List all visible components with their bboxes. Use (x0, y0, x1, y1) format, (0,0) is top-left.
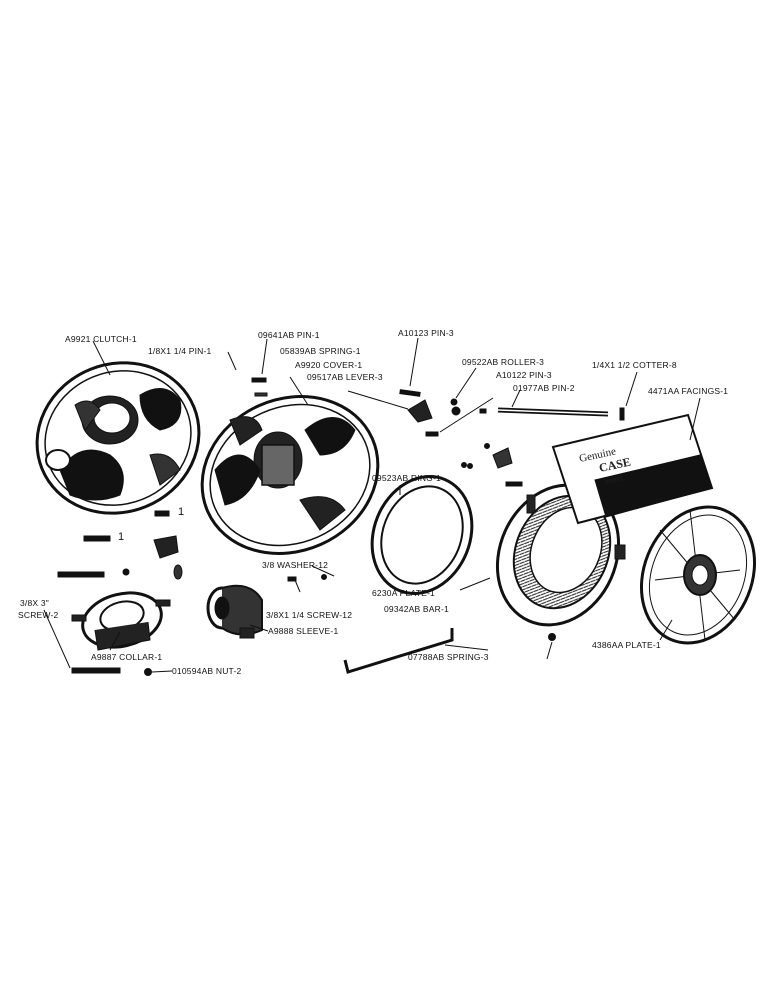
collar-a9887 (71, 591, 171, 651)
label-nut: 010594AB NUT-2 (172, 666, 242, 676)
facings-package: Genuine CASE PARTS (551, 413, 714, 525)
label-sleeve: A9888 SLEEVE-1 (268, 626, 339, 636)
label-pin-a10123: A10123 PIN-3 (398, 328, 454, 338)
package-brand-sub: PARTS (605, 476, 624, 486)
label-count-pin-2: 1 (118, 531, 125, 543)
label-lever: 09517AB LEVER-3 (307, 372, 383, 382)
label-plate-4386aa: 4386AA PLATE-1 (592, 640, 661, 650)
sleeve-a9888 (206, 584, 263, 639)
label-washer: 3/8 WASHER-12 (262, 560, 329, 570)
label-pin-09641ab: 09641AB PIN-1 (258, 330, 320, 340)
label-plate-6230a: 6230A PLATE-1 (372, 588, 435, 598)
label-count-pin-1: 1 (178, 506, 185, 518)
leader-lines (43, 337, 701, 673)
label-collar: A9887 COLLAR-1 (91, 652, 163, 662)
label-roller: 09522AB ROLLER-3 (462, 357, 545, 367)
small-hardware (57, 377, 625, 676)
label-pin-a: 1/8X1 1/4 PIN-1 (148, 346, 212, 356)
label-screw-12: 3/8X1 1/4 SCREW-12 (266, 610, 353, 620)
label-screw-2: SCREW-2 (18, 610, 59, 620)
package-brand-name: CASE (598, 455, 632, 475)
label-facings: 4471AA FACINGS-1 (648, 386, 729, 396)
label-cotter: 1/4X1 1/2 COTTER-8 (592, 360, 677, 370)
label-bar: 09342AB BAR-1 (384, 604, 449, 614)
cover-housing (200, 395, 380, 555)
clutch-housing (35, 361, 201, 515)
label-cover: A9920 COVER-1 (295, 360, 363, 370)
label-pin-01977ab: 01977AB PIN-2 (513, 383, 575, 393)
clutch-disc-4386aa (639, 505, 757, 645)
ring-09523ab (370, 475, 474, 595)
label-spring-05839ab: 05839AB SPRING-1 (280, 346, 361, 356)
label-pin-a10122: A10122 PIN-3 (496, 370, 552, 380)
bar-09342ab (343, 628, 454, 674)
label-screw-2-size: 3/8X 3" (20, 598, 49, 608)
label-spring-07788ab: 07788AB SPRING-3 (408, 652, 489, 662)
label-clutch: A9921 CLUTCH-1 (65, 334, 137, 344)
label-ring: 09523AB RING-1 (372, 473, 441, 483)
